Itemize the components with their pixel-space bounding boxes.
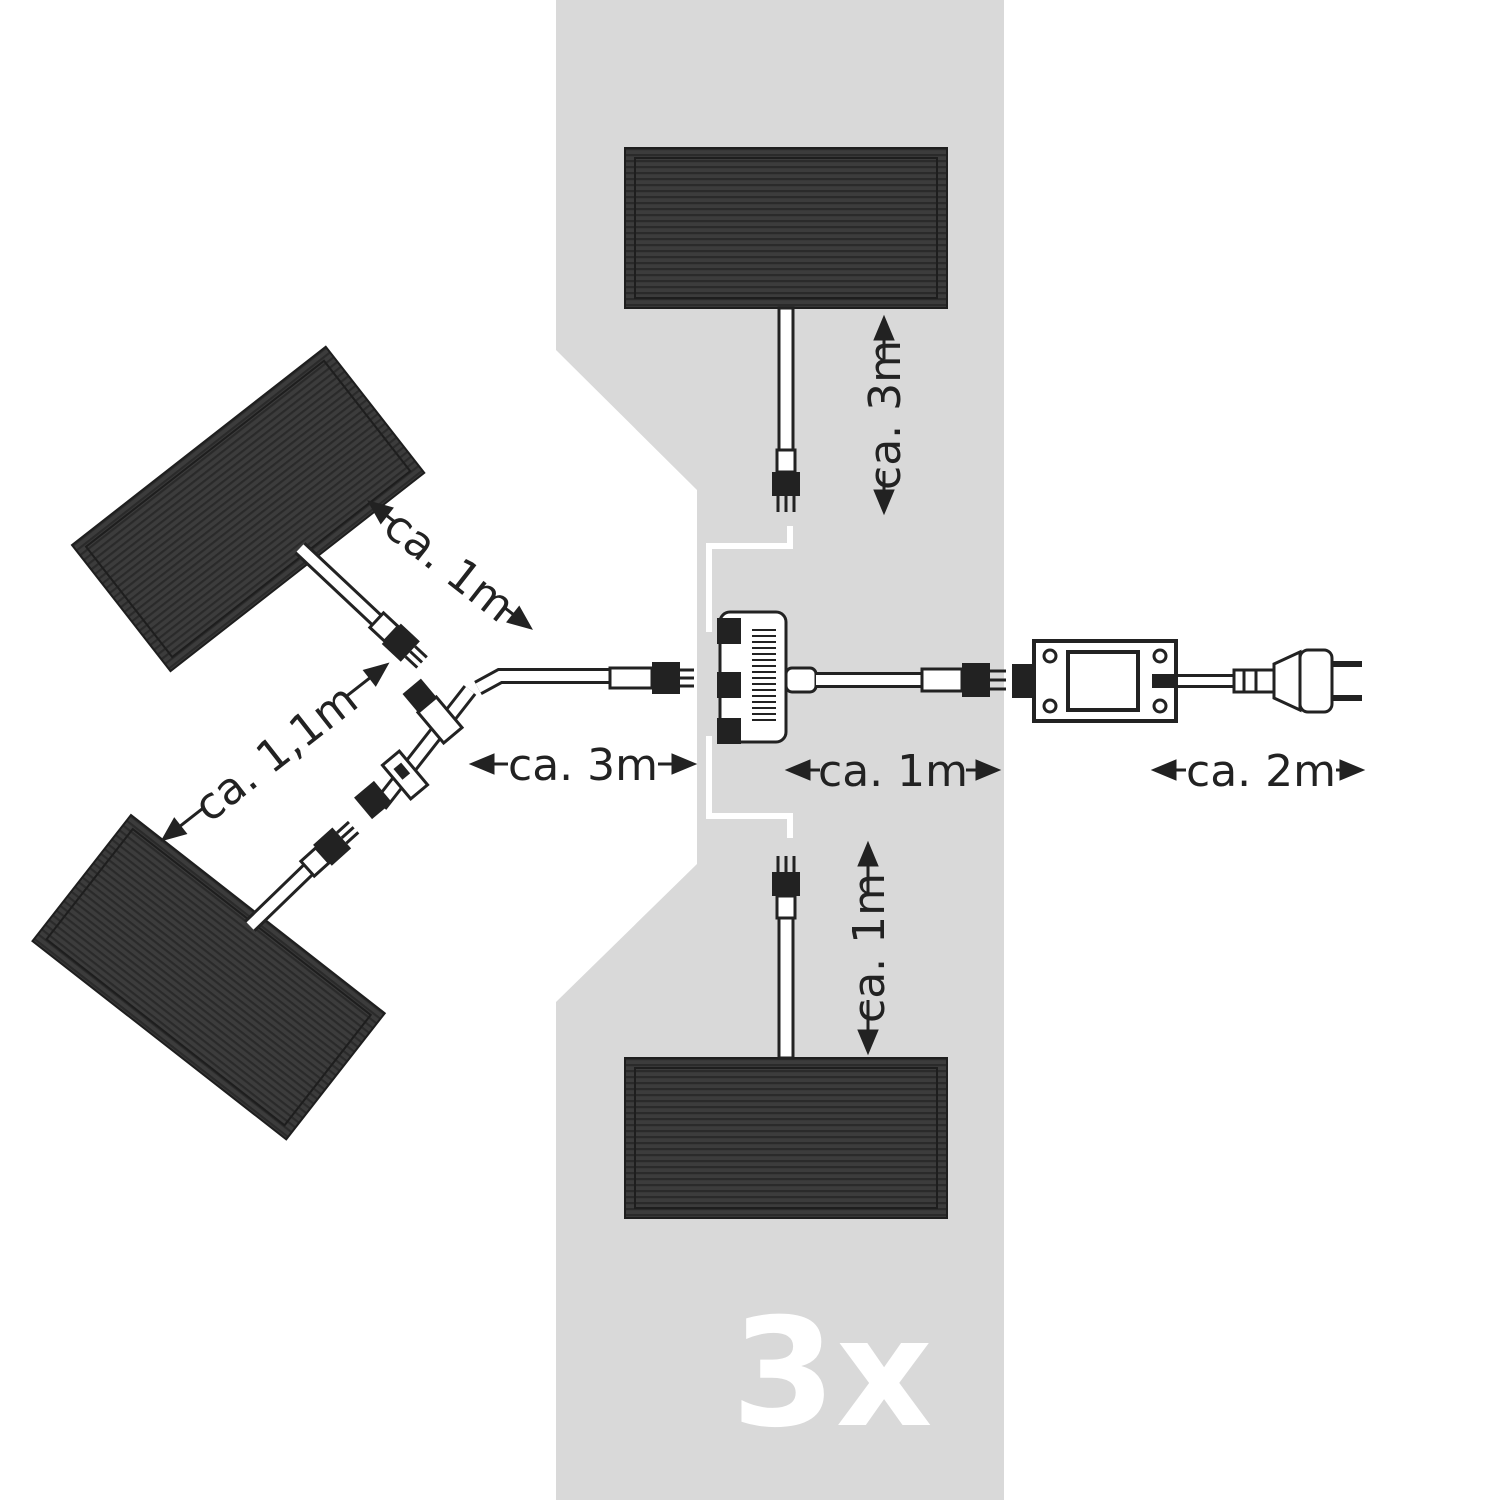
lamp-cable-lower-left: [244, 820, 360, 932]
label-upper-left-lamp: ca. 1m: [374, 500, 524, 633]
transformer-cable: [816, 663, 1006, 697]
splitter-icon: [717, 610, 818, 744]
quantity-label: 3x: [731, 1287, 932, 1461]
label-power-cord: ca. 2m: [1186, 746, 1336, 797]
lamp-cable-top: [770, 306, 802, 514]
lamp-panel-top: [624, 147, 948, 309]
label-bottom-lamp: ca. 1m: [844, 873, 895, 1023]
lamp-cable-upper-left: [294, 542, 428, 669]
cable-routing: [706, 526, 793, 838]
label-top-lamp: ca. 3m: [860, 340, 911, 490]
lamp-cable-bottom: [770, 854, 802, 1060]
dimension-labels: ca. 3m ca. 1m ca. 3m ca. 1m ca. 2m ca. 1…: [185, 340, 1336, 1023]
main-cable-left: [608, 662, 694, 694]
label-left-cable: ca. 3m: [508, 740, 658, 791]
label-splitter-to-transformer: ca. 1m: [818, 746, 968, 797]
lamp-panel-bottom: [624, 1057, 948, 1219]
t-connector-icon: [354, 668, 610, 820]
label-lower-left-lamp: ca. 1,1m: [185, 674, 368, 832]
plug-icon: [1178, 648, 1362, 714]
transformer-icon: [1012, 639, 1178, 723]
